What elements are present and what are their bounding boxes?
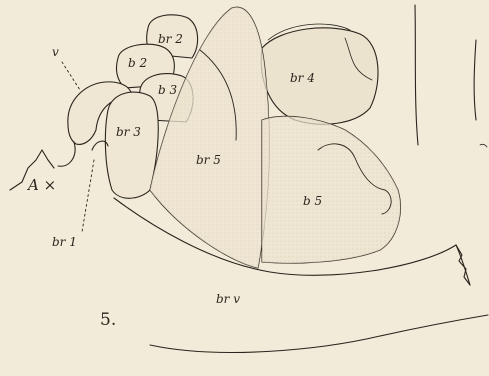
frame-line-right: [474, 40, 476, 120]
figure-number: 5.: [100, 312, 116, 329]
lobe-v-hook: [58, 142, 75, 166]
label-b2: b 2: [128, 57, 147, 69]
leader-br1: [82, 160, 94, 232]
label-v: v: [52, 46, 59, 58]
frame-line-left: [415, 5, 418, 145]
label-b3: b 3: [158, 84, 177, 96]
label-br3: br 3: [116, 126, 141, 138]
frame-tick: [480, 144, 487, 147]
lobe-br4: [261, 28, 378, 124]
label-b5: b 5: [303, 195, 322, 207]
leader-v: [62, 62, 80, 90]
lobe-b5-fill: [262, 116, 400, 263]
label-brv: br v: [216, 293, 240, 305]
label-br1: br 1: [52, 236, 77, 248]
label-br2: br 2: [158, 33, 183, 45]
body-bottom: [150, 315, 488, 352]
label-br5: br 5: [196, 154, 221, 166]
label-br4: br 4: [290, 72, 315, 84]
lobe-br3: [105, 92, 158, 198]
label-ax: A ×: [28, 178, 56, 193]
